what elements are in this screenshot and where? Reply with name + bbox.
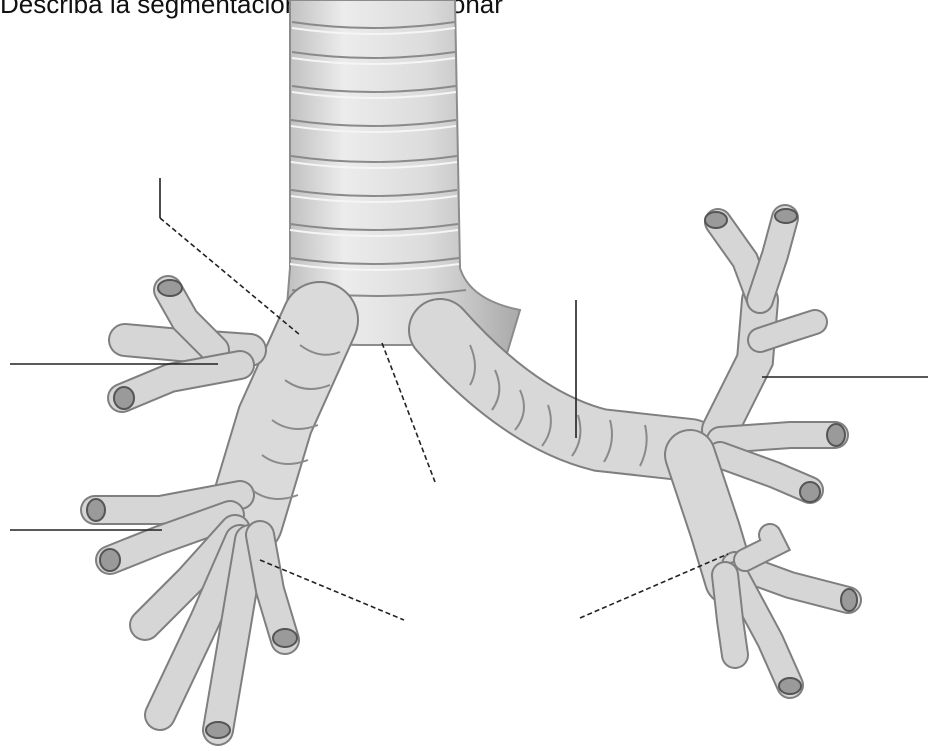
right-bronchial-tree [440, 209, 857, 694]
left-bronchial-tree [87, 280, 340, 738]
pointer-carina [382, 343, 435, 482]
